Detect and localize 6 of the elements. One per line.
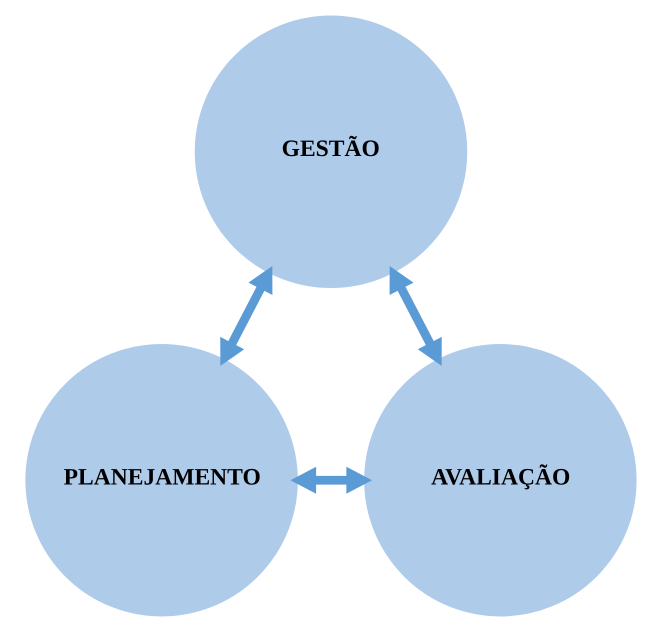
node-circle: AVALIAÇÃO	[361, 341, 640, 620]
arrow	[220, 266, 272, 366]
node-circle: PLANEJAMENTO	[22, 341, 301, 620]
node-circle: GESTÃO	[192, 12, 470, 291]
arrow	[390, 266, 442, 366]
arrow	[290, 466, 372, 494]
